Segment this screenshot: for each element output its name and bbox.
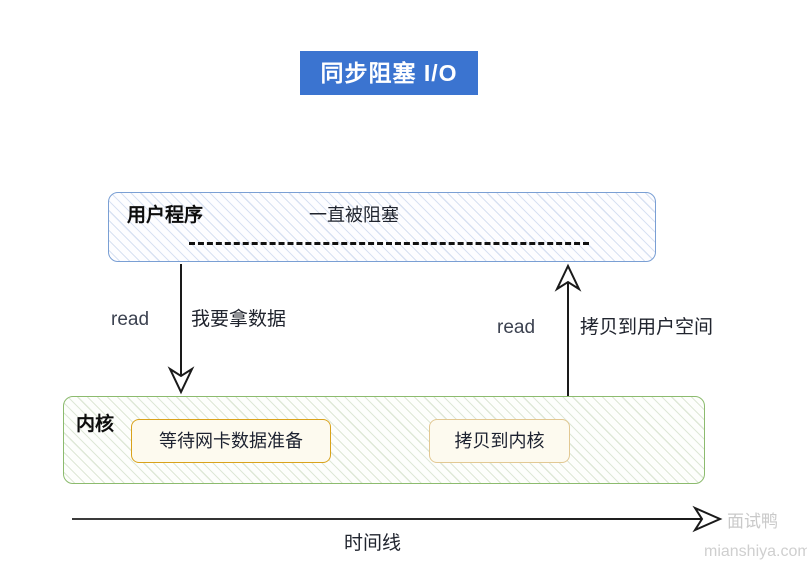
timeline-label: 时间线 [344, 533, 402, 554]
diagram-title-text: 同步阻塞 I/O [320, 59, 458, 86]
read-request-description-label: 我要拿数据 [191, 309, 287, 330]
kernel-stage-wait-nic-data: 等待网卡数据准备 [131, 419, 331, 463]
blocked-dashed-line [189, 242, 589, 245]
diagram-title-banner: 同步阻塞 I/O [300, 51, 478, 95]
user-program-blocked-label: 一直被阻塞 [309, 205, 399, 225]
watermark-url: mianshiya.com [704, 543, 807, 560]
kernel-stage-wait-nic-data-label: 等待网卡数据准备 [159, 431, 303, 451]
timeline-arrow-line [72, 518, 704, 521]
user-program-box: 用户程序 一直被阻塞 [108, 192, 656, 262]
watermark-brand: 面试鸭 [727, 512, 778, 531]
copy-to-user-call-label: read [497, 317, 536, 338]
kernel-stage-copy-to-kernel-label: 拷贝到内核 [454, 431, 545, 451]
read-request-arrow-head-icon [167, 366, 195, 395]
timeline-arrow-head-icon [692, 505, 723, 533]
kernel-stage-copy-to-kernel: 拷贝到内核 [429, 419, 570, 463]
user-program-heading: 用户程序 [127, 205, 204, 226]
kernel-box: 内核 等待网卡数据准备 拷贝到内核 [63, 396, 705, 484]
copy-to-user-arrow-line [567, 282, 570, 396]
read-request-call-label: read [111, 309, 150, 330]
kernel-heading: 内核 [76, 414, 115, 435]
copy-to-user-arrow-head-icon [554, 263, 582, 292]
copy-to-user-description-label: 拷贝到用户空间 [580, 317, 714, 338]
read-request-arrow-line [180, 264, 183, 376]
